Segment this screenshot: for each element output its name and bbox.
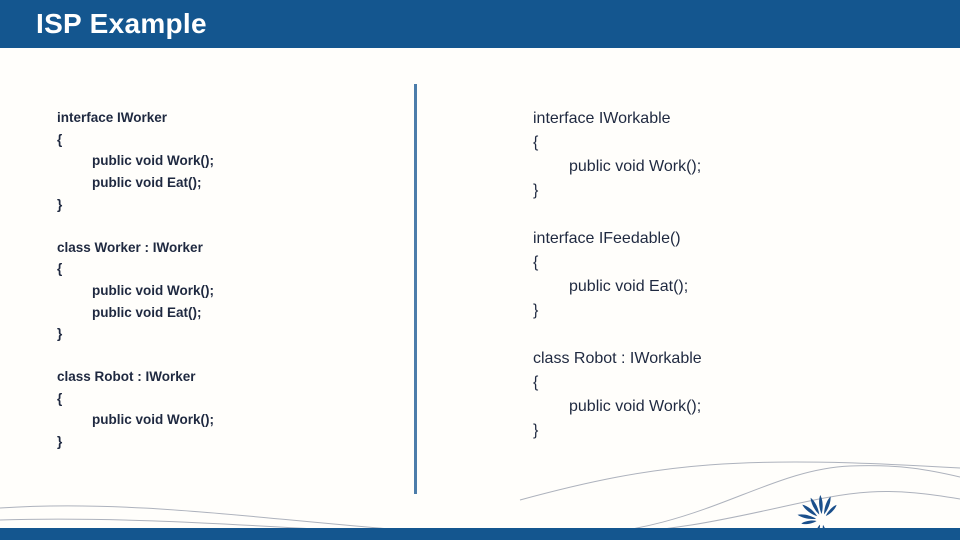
code-line: public void Eat();: [92, 304, 202, 320]
code-line: {: [533, 374, 539, 391]
code-line: class Robot : IWorkable: [533, 350, 702, 367]
code-line: {: [533, 254, 539, 271]
code-line: class Robot : IWorker: [57, 369, 196, 385]
code-block: class Robot : IWorkable { public void Work…: [533, 347, 923, 443]
code-line: }: [533, 302, 539, 319]
code-line: }: [57, 326, 63, 342]
code-column-left: interface IWorker { public void Work(); pub…: [57, 107, 387, 474]
code-block: class Worker : IWorker { public void Work(…: [57, 237, 387, 346]
code-line: public void Work();: [569, 398, 702, 415]
code-line: }: [57, 434, 63, 450]
code-line: }: [533, 182, 539, 199]
footer-bar: [0, 528, 960, 540]
code-block: interface IWorkable { public void Work();}: [533, 107, 923, 203]
code-line: public void Eat();: [92, 175, 202, 191]
code-line: interface IWorker: [57, 110, 168, 125]
code-column-right: interface IWorkable { public void Work();}…: [533, 107, 923, 467]
code-block: interface IWorker { public void Work(); pub…: [57, 107, 387, 216]
code-line: {: [57, 390, 63, 406]
code-line: {: [57, 261, 63, 277]
code-line: class Worker : IWorker: [57, 239, 203, 255]
code-line: }: [533, 422, 539, 439]
code-line: public void Work();: [92, 412, 214, 428]
code-line: public void Work();: [569, 158, 702, 175]
swoosh-line: [519, 461, 960, 501]
vertical-divider: [414, 84, 417, 494]
title-bar: ISP Example: [0, 0, 960, 48]
code-line: {: [57, 131, 63, 147]
code-line: {: [533, 134, 539, 151]
code-line: public void Work();: [92, 153, 214, 169]
slide-title: ISP Example: [36, 8, 207, 39]
code-line: interface IWorkable: [533, 110, 671, 127]
code-block: class Robot : IWorker { public void Work()…: [57, 366, 387, 453]
code-line: public void Eat();: [569, 278, 689, 295]
code-line: }: [57, 196, 63, 212]
code-line: public void Work();: [92, 282, 214, 298]
code-block: interface IFeedable() { public void Eat();…: [533, 227, 923, 323]
code-line: interface IFeedable(): [533, 230, 681, 247]
